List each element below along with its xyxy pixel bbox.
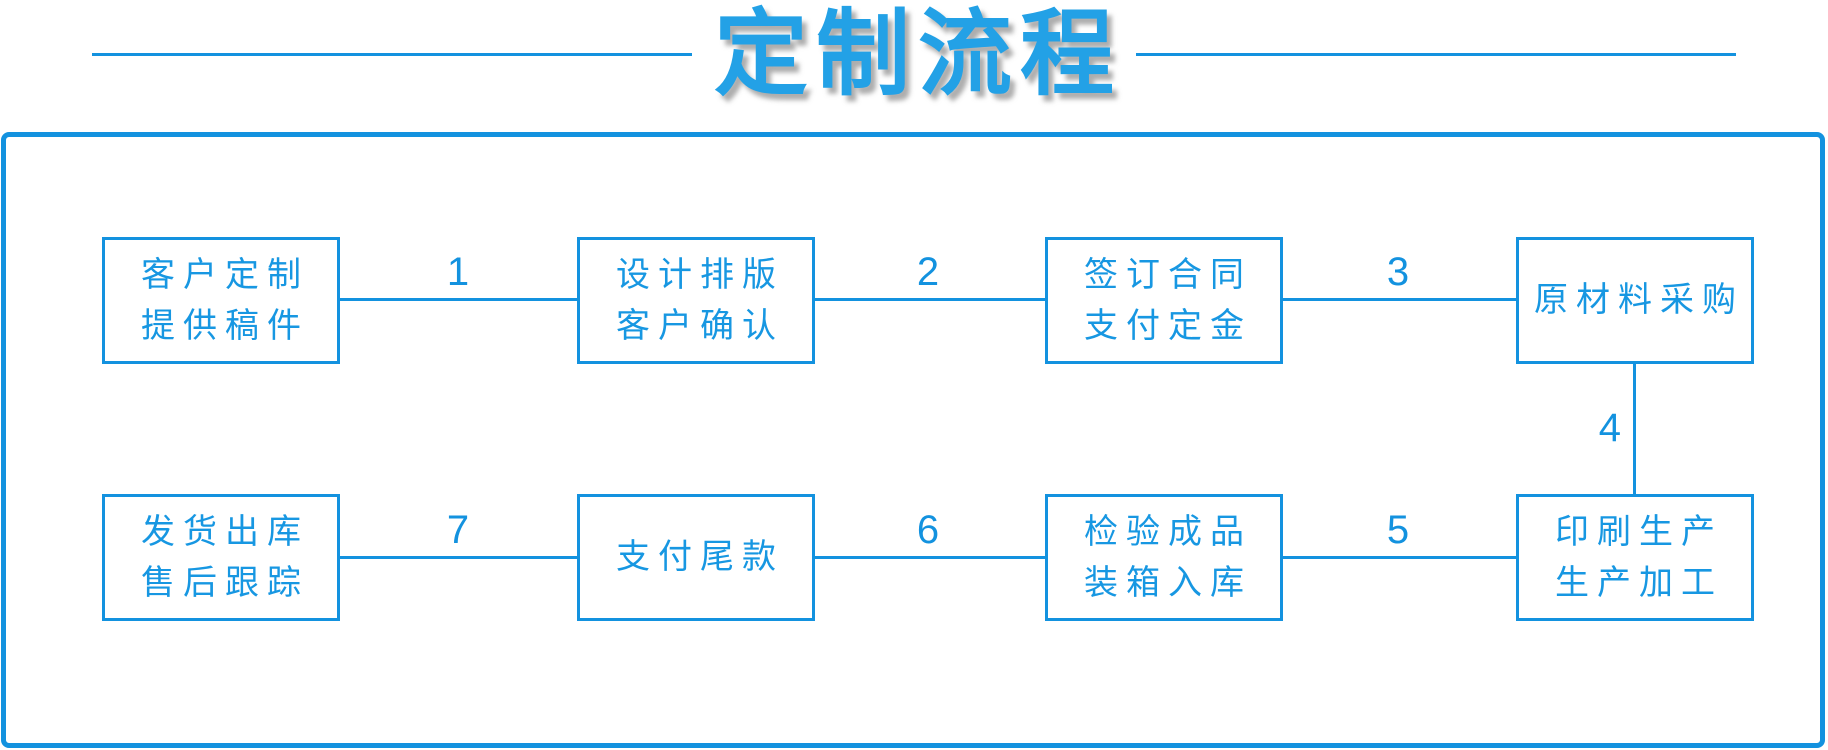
- connector-label-3: 3: [1386, 250, 1410, 294]
- flow-box-ship-aftersale: 发货出库 售后跟踪: [102, 494, 340, 621]
- flow-box-text: 发货出库: [141, 512, 309, 551]
- flow-box-text: 原材料采购: [1534, 281, 1744, 319]
- connector-line-4: [1633, 362, 1636, 496]
- connector-line-1: [338, 298, 580, 301]
- flow-box-print-process: 印刷生产 生产加工: [1516, 494, 1754, 621]
- flow-box-text: 提供稿件: [141, 306, 309, 345]
- flow-box-text: 签订合同: [1084, 255, 1252, 294]
- connector-label-6: 6: [916, 508, 940, 552]
- flow-box-text: 印刷生产: [1555, 512, 1723, 551]
- flow-box-text: 支付尾款: [616, 538, 784, 576]
- flow-box-design-confirm: 设计排版 客户确认: [577, 237, 815, 364]
- flow-box-text: 生产加工: [1555, 563, 1723, 602]
- connector-line-3: [1280, 298, 1519, 301]
- connector-label-2: 2: [916, 250, 940, 294]
- connector-label-4: 4: [1598, 406, 1621, 450]
- connector-line-6: [812, 556, 1048, 559]
- title-right-line: [1136, 52, 1736, 56]
- flow-frame-border: [1, 132, 1825, 748]
- flow-box-customer-submit: 客户定制 提供稿件: [102, 237, 340, 364]
- flow-box-text: 客户定制: [141, 255, 309, 294]
- flow-box-text: 客户确认: [616, 306, 784, 345]
- connector-label-1: 1: [446, 250, 470, 294]
- flow-box-text: 检验成品: [1084, 512, 1252, 551]
- flow-box-material-purchase: 原材料采购: [1516, 237, 1754, 364]
- flow-box-text: 售后跟踪: [141, 563, 309, 602]
- flow-box-contract-deposit: 签订合同 支付定金: [1045, 237, 1283, 364]
- page-title: 定制流程: [713, 1, 1122, 106]
- title-left-line: [91, 52, 692, 56]
- title-banner: 定制流程: [0, 0, 1828, 108]
- connector-line-2: [812, 298, 1048, 301]
- connector-line-5: [1280, 556, 1519, 559]
- flow-box-text: 装箱入库: [1084, 563, 1252, 602]
- connector-line-7: [338, 556, 580, 559]
- flow-box-text: 支付定金: [1084, 306, 1252, 345]
- connector-label-7: 7: [446, 508, 470, 552]
- flow-box-text: 设计排版: [616, 255, 784, 294]
- flow-box-inspect-pack: 检验成品 装箱入库: [1045, 494, 1283, 621]
- flow-box-final-payment: 支付尾款: [577, 494, 815, 621]
- connector-label-5: 5: [1386, 508, 1410, 552]
